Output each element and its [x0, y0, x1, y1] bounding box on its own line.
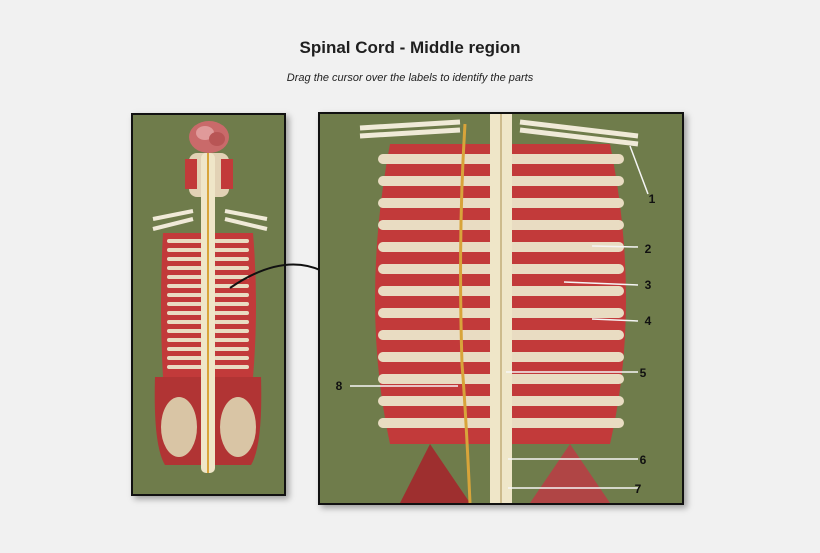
- rib: [507, 264, 624, 274]
- rib: [167, 329, 202, 333]
- rib: [378, 242, 495, 252]
- rib: [167, 257, 202, 261]
- rib: [507, 286, 624, 296]
- rib: [214, 302, 249, 306]
- rib: [507, 220, 624, 230]
- rib: [507, 418, 624, 428]
- label-6[interactable]: 6: [639, 453, 647, 467]
- rib: [214, 257, 249, 261]
- overview-panel: [131, 113, 286, 496]
- rib: [214, 320, 249, 324]
- label-5[interactable]: 5: [639, 366, 647, 380]
- rib: [378, 176, 495, 186]
- rib: [167, 356, 202, 360]
- overview-illustration: [152, 121, 268, 473]
- rib: [378, 220, 495, 230]
- rib: [378, 352, 495, 362]
- detail-panel: 1 2 3 4 5 6 7 8: [318, 112, 684, 505]
- rib: [167, 365, 202, 369]
- label-2[interactable]: 2: [644, 242, 652, 256]
- rib: [167, 266, 202, 270]
- label-7[interactable]: 7: [634, 482, 642, 496]
- page-title: Spinal Cord - Middle region: [299, 38, 521, 57]
- page-subtitle: Drag the cursor over the labels to ident…: [286, 72, 534, 84]
- rib: [214, 356, 249, 360]
- rib: [378, 198, 495, 208]
- rib: [214, 338, 249, 342]
- overview-ribs: [167, 239, 249, 369]
- rib: [378, 308, 495, 318]
- label-1[interactable]: 1: [648, 192, 656, 206]
- rib: [214, 347, 249, 351]
- detail-illustration: [350, 114, 649, 503]
- rib: [378, 286, 495, 296]
- rib: [167, 293, 202, 297]
- rib: [507, 242, 624, 252]
- rib: [507, 198, 624, 208]
- rib: [167, 302, 202, 306]
- rib: [167, 239, 202, 243]
- rib: [167, 320, 202, 324]
- rib: [167, 311, 202, 315]
- rib: [378, 396, 495, 406]
- rib: [214, 293, 249, 297]
- rib: [214, 311, 249, 315]
- rib: [214, 329, 249, 333]
- rib: [507, 352, 624, 362]
- rib: [214, 275, 249, 279]
- rib: [167, 275, 202, 279]
- label-8[interactable]: 8: [335, 379, 343, 393]
- rib: [214, 239, 249, 243]
- rib: [507, 330, 624, 340]
- rib: [167, 347, 202, 351]
- rib: [378, 418, 495, 428]
- rib: [214, 248, 249, 252]
- rib: [214, 284, 249, 288]
- rib: [167, 284, 202, 288]
- label-3[interactable]: 3: [644, 278, 652, 292]
- rib: [507, 176, 624, 186]
- rib: [167, 248, 202, 252]
- rib: [378, 330, 495, 340]
- rib: [167, 338, 202, 342]
- rib: [507, 396, 624, 406]
- rib: [507, 374, 624, 384]
- rib: [378, 374, 495, 384]
- rib: [378, 264, 495, 274]
- rib: [378, 154, 495, 164]
- label-4[interactable]: 4: [644, 314, 652, 328]
- rib: [507, 154, 624, 164]
- rib: [214, 266, 249, 270]
- rib: [214, 365, 249, 369]
- rib: [507, 308, 624, 318]
